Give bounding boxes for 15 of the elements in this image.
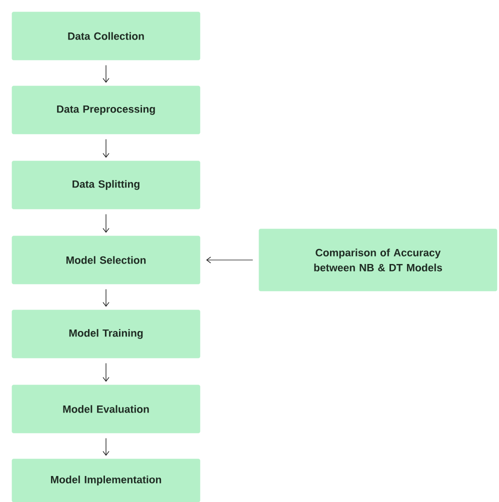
arrow (102, 288, 110, 307)
arrow (102, 64, 110, 83)
arrow (102, 362, 110, 382)
arrow (206, 256, 254, 264)
arrow (102, 438, 110, 456)
process-box: Data Splitting (12, 160, 200, 210)
process-box: Data Collection (12, 12, 200, 60)
arrow (102, 138, 110, 158)
process-box: Model Implementation (12, 458, 200, 502)
arrow (102, 214, 110, 233)
process-box: Model Evaluation (12, 384, 200, 434)
process-box: Comparison of Accuracy between NB & DT Models (258, 228, 498, 292)
process-box: Data Preprocessing (12, 86, 200, 134)
process-box: Model Selection (12, 236, 200, 284)
process-box: Model Training (12, 310, 200, 358)
